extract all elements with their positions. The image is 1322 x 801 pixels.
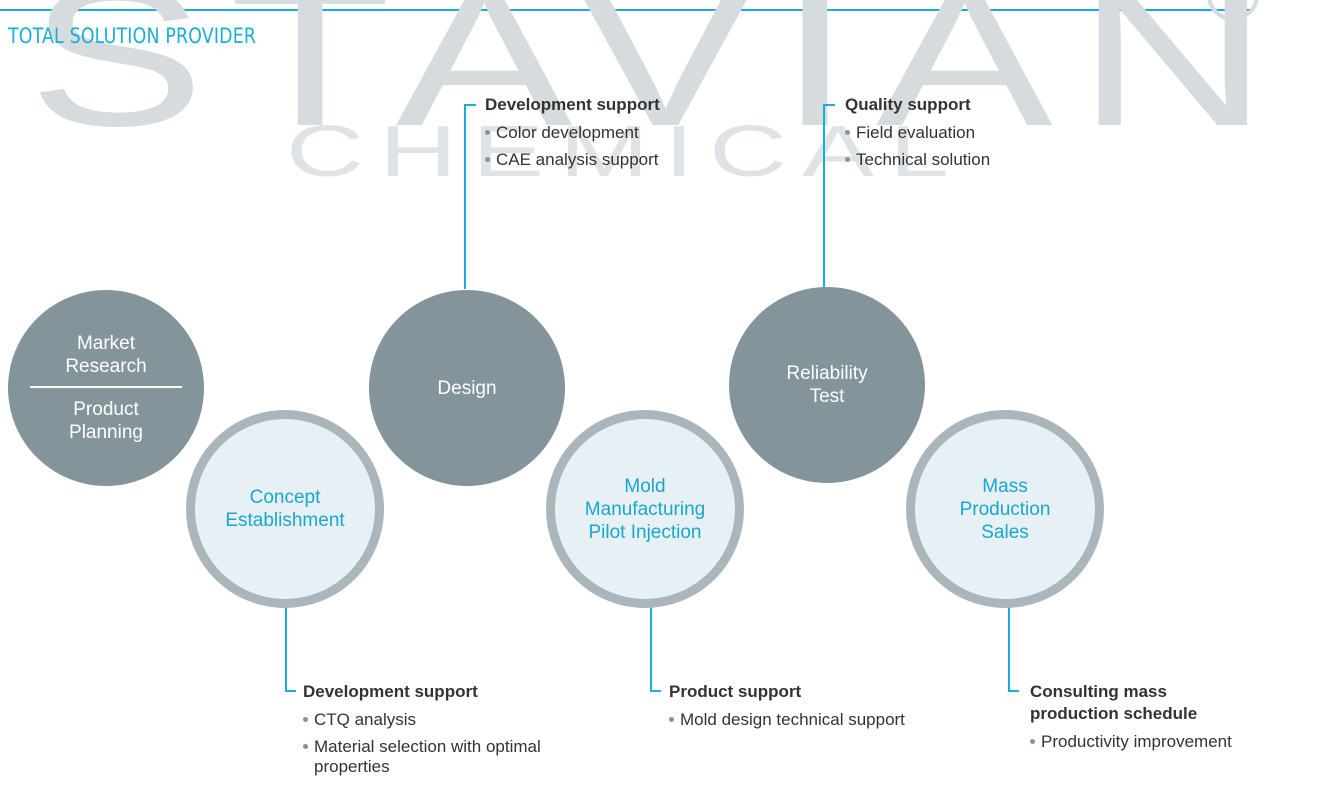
- connector-concept: [285, 604, 287, 692]
- stage-divider: [30, 386, 182, 388]
- note-design: Development support Color development CA…: [485, 94, 735, 170]
- note-item: Material selection with optimal properti…: [303, 737, 574, 777]
- stage-concept-establishment: Concept Establishment: [186, 410, 384, 608]
- stage-market-research-product-planning: Market Research Product Planning: [8, 290, 204, 486]
- watermark-sub-text: CHEMICAL: [286, 112, 965, 192]
- note-item: Field evaluation: [845, 123, 1095, 143]
- stage-mold-manufacturing-pilot-injection: Mold Manufacturing Pilot Injection: [546, 410, 744, 608]
- note-mold: Product support Mold design technical su…: [669, 681, 929, 730]
- note-item-text: Material selection with optimal properti…: [314, 737, 541, 776]
- note-item: Technical solution: [845, 150, 1095, 170]
- stage-design: Design: [369, 290, 565, 486]
- note-item: Color development: [485, 123, 735, 143]
- top-rule: [0, 9, 1252, 11]
- connector-concept-tick: [285, 690, 296, 692]
- note-item: Mold design technical support: [669, 710, 920, 730]
- stage-label-line: Production: [959, 498, 1051, 520]
- note-item-text: Color development: [496, 123, 639, 142]
- stage-label-line: Product: [73, 398, 139, 420]
- connector-design-tick: [464, 104, 476, 106]
- stage-label-line: Planning: [69, 421, 143, 443]
- stage-label-line: Test: [809, 386, 845, 407]
- note-heading: Consulting mass production schedule: [1030, 682, 1198, 723]
- connector-mold-tick: [650, 690, 661, 692]
- note-reliability: Quality support Field evaluation Technic…: [845, 94, 1095, 170]
- note-mass: Consulting mass production schedule Prod…: [1030, 681, 1315, 752]
- note-item-text: Field evaluation: [856, 123, 976, 142]
- stage-label-line: Reliability: [786, 363, 868, 384]
- note-heading: Development support: [303, 682, 478, 701]
- connector-mass-tick: [1008, 690, 1019, 692]
- watermark-brand-text: STAVIAN: [28, 0, 1293, 167]
- note-item-text: Mold design technical support: [680, 710, 905, 729]
- connector-mold: [650, 604, 652, 692]
- stage-label-line: Mold: [624, 475, 666, 497]
- stage-label-line: Mass: [982, 475, 1028, 497]
- note-heading: Product support: [669, 682, 802, 701]
- note-item: Productivity improvement: [1030, 732, 1315, 752]
- stage-mass-production-sales: Mass Production Sales: [906, 410, 1104, 608]
- note-item-text: Technical solution: [856, 150, 991, 169]
- bullet-icon: [1030, 739, 1035, 744]
- note-concept: Development support CTQ analysis Materia…: [303, 681, 583, 777]
- page-title: TOTAL SOLUTION PROVIDER: [8, 24, 257, 48]
- note-item-text: Productivity improvement: [1041, 732, 1232, 751]
- stage-label-line: Design: [437, 377, 497, 399]
- note-item: CAE analysis support: [485, 150, 735, 170]
- stage-label-line: Research: [65, 356, 147, 378]
- stage-label-line: Manufacturing: [584, 498, 706, 520]
- connector-reliability-tick: [823, 104, 835, 106]
- note-heading: Quality support: [845, 95, 971, 114]
- bullet-icon: [845, 130, 850, 135]
- connector-mass: [1008, 604, 1010, 692]
- bullet-icon: [669, 717, 674, 722]
- connector-reliability: [823, 104, 825, 289]
- stage-label-line: Establishment: [225, 510, 345, 531]
- bullet-icon: [845, 157, 850, 162]
- note-heading: Development support: [485, 95, 660, 114]
- bullet-icon: [485, 157, 490, 162]
- note-item-text: CAE analysis support: [496, 150, 659, 169]
- stage-label-line: Concept: [249, 487, 321, 508]
- stage-label-line: Market: [76, 333, 136, 355]
- stage-label-line: Pilot Injection: [588, 521, 702, 543]
- stage-reliability-test: Reliability Test: [729, 287, 925, 483]
- bullet-icon: [303, 744, 308, 749]
- bullet-icon: [303, 717, 308, 722]
- bullet-icon: [485, 130, 490, 135]
- note-item: CTQ analysis: [303, 710, 583, 730]
- stage-label-line: Sales: [981, 521, 1029, 543]
- connector-design: [464, 104, 466, 289]
- note-item-text: CTQ analysis: [314, 710, 417, 729]
